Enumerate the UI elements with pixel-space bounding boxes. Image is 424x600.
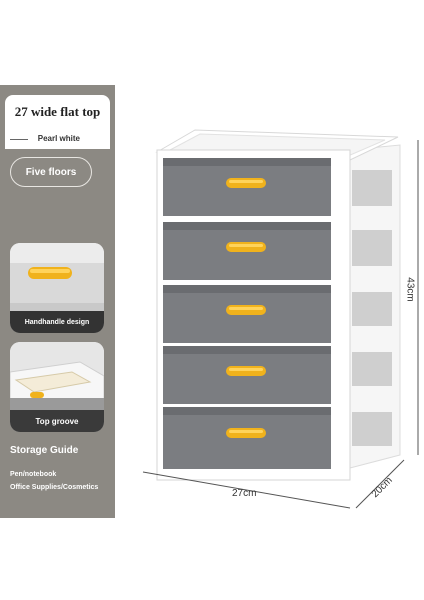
width-label: 27cm xyxy=(232,488,257,499)
drawer-3 xyxy=(163,285,331,343)
subtitle-divider xyxy=(10,139,28,140)
drawer-2 xyxy=(163,222,331,280)
storage-guide-heading: Storage Guide xyxy=(10,445,79,456)
side-openings xyxy=(352,170,392,446)
guide-item-2: Office Supplies/Cosmetics xyxy=(10,484,99,491)
floors-badge: Five floors xyxy=(10,157,92,187)
guide-item-1: Pen/notebook xyxy=(10,471,57,478)
thumb1-caption: Handhandle design xyxy=(10,311,104,333)
drawer-5 xyxy=(163,407,331,469)
thumb2-caption: Top groove xyxy=(10,410,104,432)
drawer-1 xyxy=(163,158,331,216)
depth-dimension-line xyxy=(355,459,405,509)
drawer-4 xyxy=(163,346,331,404)
feature-panel: 27 wide flat top Pearl white Five floors… xyxy=(0,85,115,518)
top-groove-image xyxy=(10,342,104,411)
handle-detail-image xyxy=(10,243,104,311)
height-label: 43cm xyxy=(404,277,416,302)
width-dimension-line xyxy=(142,471,351,509)
product-title: 27 wide flat top xyxy=(5,95,110,129)
handle-detail-thumbnail: Handhandle design xyxy=(10,243,104,333)
top-groove-thumbnail: Top groove xyxy=(10,342,104,432)
color-subtitle: Pearl white xyxy=(5,129,110,149)
